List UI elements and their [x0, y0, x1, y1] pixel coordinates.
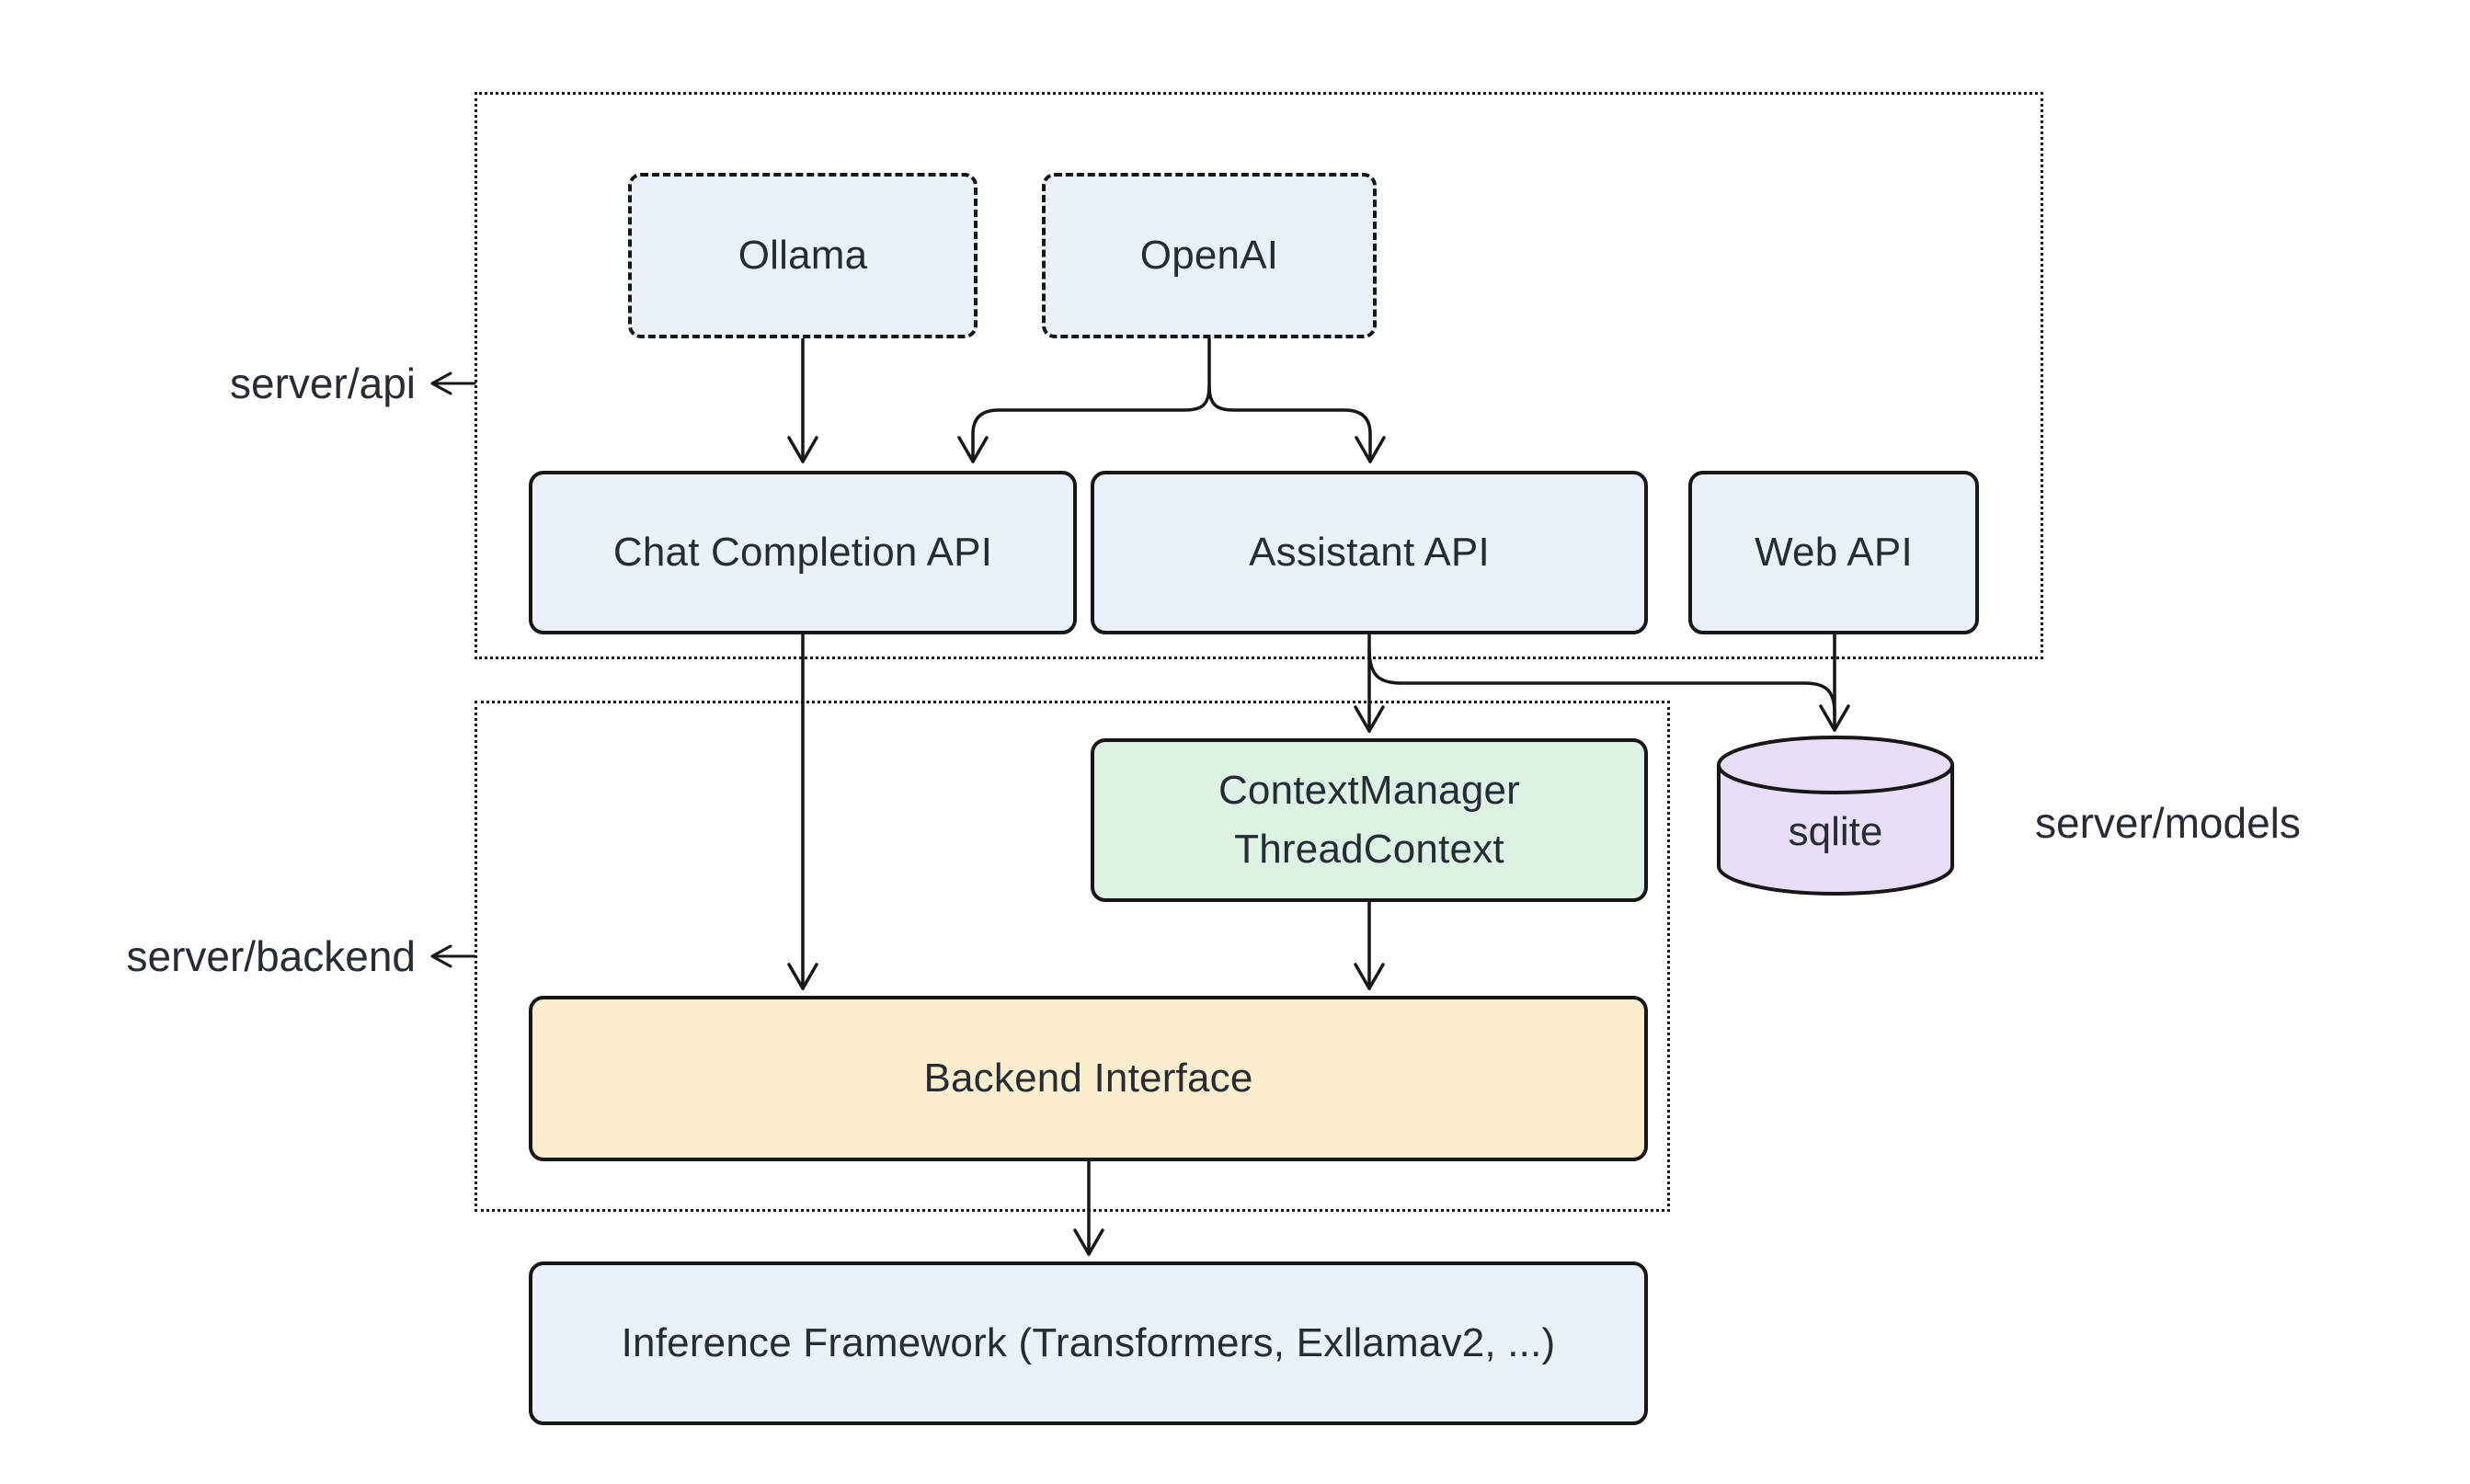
node-openai: OpenAI [1042, 173, 1377, 338]
node-openai-label: OpenAI [1139, 233, 1279, 279]
sqlite-cylinder-top [1717, 736, 1954, 794]
sqlite-cylinder [1717, 736, 1954, 896]
node-chat-completion-api: Chat Completion API [529, 471, 1077, 634]
node-backend-interface: Backend Interface [529, 996, 1648, 1161]
label-server-backend: server/backend [83, 931, 417, 981]
label-server-backend-text: server/backend [126, 932, 417, 980]
node-backend-interface-label: Backend Interface [923, 1056, 1253, 1102]
node-web-api-label: Web API [1755, 530, 1913, 576]
edge-openai-to-chat [957, 384, 1211, 463]
sqlite-cylinder-body [1717, 765, 1954, 896]
node-context-manager-label-line1: ContextManager [1218, 768, 1521, 814]
node-ollama: Ollama [628, 173, 978, 338]
node-context-manager: ContextManager ThreadContext [1091, 738, 1648, 902]
node-web-api: Web API [1688, 471, 1979, 634]
label-server-api-text: server/api [230, 360, 416, 407]
container-server-api [475, 92, 2043, 659]
sqlite-label-text: sqlite [1788, 809, 1883, 854]
node-sqlite-label: sqlite [1719, 800, 1952, 864]
edge-assistant-to-sqlite [1367, 647, 1836, 717]
node-ollama-label: Ollama [738, 233, 868, 279]
node-assistant-api-label: Assistant API [1249, 530, 1490, 576]
node-context-manager-label-line2: ThreadContext [1234, 827, 1504, 872]
node-chat-completion-api-label: Chat Completion API [612, 530, 993, 576]
edge-openai-to-assistant [1207, 384, 1386, 463]
label-server-api: server/api [166, 359, 416, 408]
node-inference-framework: Inference Framework (Transformers, Exlla… [529, 1261, 1648, 1425]
label-server-models: server/models [2035, 798, 2421, 848]
node-assistant-api: Assistant API [1091, 471, 1648, 634]
node-inference-framework-label: Inference Framework (Transformers, Exlla… [621, 1320, 1556, 1366]
label-server-models-text: server/models [2035, 799, 2301, 847]
